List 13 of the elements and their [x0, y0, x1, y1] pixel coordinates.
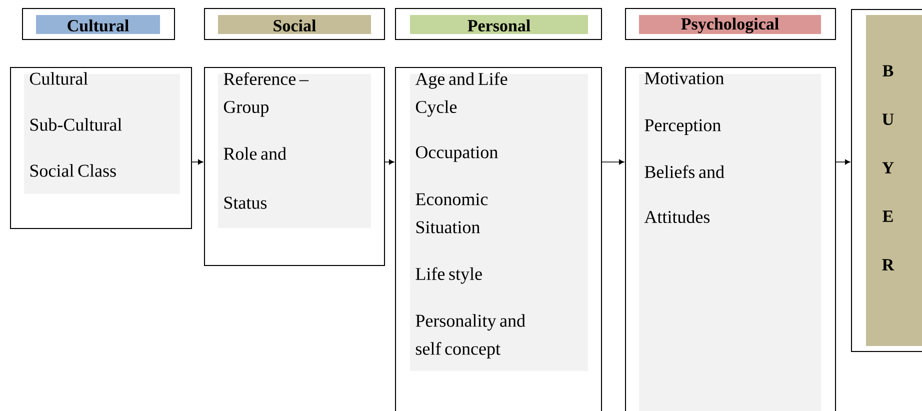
heading-box: Social [204, 8, 385, 40]
factor-box: Cultural Sub-Cultural Social Class [10, 67, 192, 229]
buyer-box: B U Y E R [851, 9, 922, 352]
factor-box: Motivation Perception Beliefs and Attitudes [625, 67, 836, 411]
arrow [602, 159, 624, 165]
factor-box: Age and Life Cycle Occupation Economic Situation Life style Personality and self concept [395, 67, 602, 411]
heading-box: Personal [395, 8, 602, 40]
heading-box: Psychological [625, 8, 836, 40]
arrow [192, 159, 204, 165]
heading-box: Cultural [22, 8, 175, 40]
factor-box: Reference – Group Role and Status [204, 67, 385, 266]
arrow [384, 159, 394, 165]
arrow [836, 159, 850, 165]
